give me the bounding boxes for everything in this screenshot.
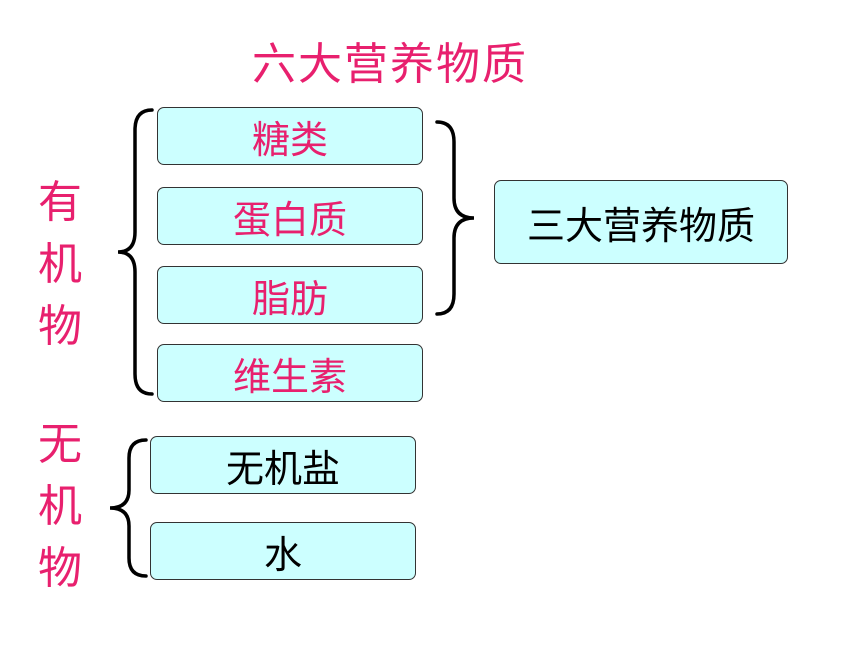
nutrient-box-fat: 脂肪 bbox=[157, 266, 423, 324]
page-title: 六大营养物质 bbox=[252, 39, 528, 90]
macronutrient-box: 三大营养物质 bbox=[494, 180, 788, 264]
nutrient-box-protein: 蛋白质 bbox=[157, 187, 423, 245]
nutrient-box-water: 水 bbox=[150, 522, 416, 580]
organic-label-char: 物 bbox=[38, 301, 82, 352]
organic-label-char: 有 bbox=[38, 177, 82, 228]
inorganic-label-char: 机 bbox=[38, 481, 82, 532]
nutrient-box-vitamin: 维生素 bbox=[157, 344, 423, 402]
macronutrient-brace bbox=[435, 120, 475, 316]
organic-label: 有 机 物 bbox=[30, 172, 90, 358]
nutrient-box-mineral: 无机盐 bbox=[150, 436, 416, 494]
nutrient-box-carbohydrate: 糖类 bbox=[157, 107, 423, 165]
inorganic-label-char: 无 bbox=[38, 419, 82, 470]
inorganic-brace bbox=[109, 438, 148, 578]
organic-label-char: 机 bbox=[38, 239, 82, 290]
organic-brace bbox=[117, 108, 154, 396]
inorganic-label: 无 机 物 bbox=[30, 414, 90, 600]
inorganic-label-char: 物 bbox=[38, 543, 82, 594]
